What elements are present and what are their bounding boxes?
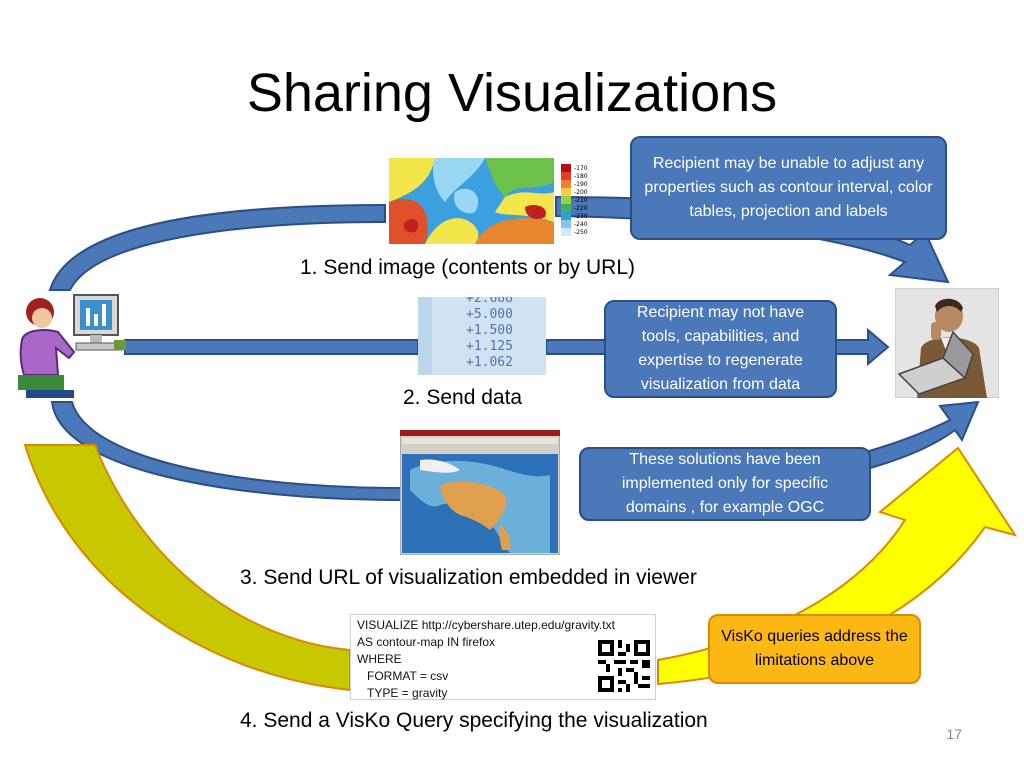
data-value: +2.688 [466,297,513,306]
legend-tick: -250 [574,229,588,236]
slide-title: Sharing Visualizations [246,63,778,123]
contour-map-image: -170 -180 -190 -200 -210 -220 -230 -240 … [389,158,588,244]
step-2-caption: 2. Send data [403,386,523,409]
callout-url-limitation: These solutions have been implemented on… [579,447,871,521]
legend-tick: -210 [574,197,588,204]
data-value: +1.062 [466,355,513,370]
query-line: VISUALIZE http://cybershare.utep.edu/gra… [357,618,615,632]
callout-data-limitation: Recipient may not have tools, capabiliti… [604,300,837,398]
send-data-arrow [124,339,419,355]
visko-query-box: VISUALIZE http://cybershare.utep.edu/gra… [350,614,656,700]
qr-code-icon [598,640,650,692]
legend-tick: -180 [574,173,588,180]
query-line: WHERE [357,652,402,666]
data-value: +1.125 [466,339,513,354]
legend-tick: -240 [574,221,588,228]
callout-visko-advantage: VisKo queries address the limitations ab… [708,614,921,684]
data-value: +5.000 [466,307,513,322]
data-table-image: +2.688 +5.000 +1.500 +1.125 +1.062 [418,297,546,375]
step-3-caption: 3. Send URL of visualization embedded in… [240,566,697,589]
send-image-arrow [48,203,386,291]
legend-tick: -230 [574,213,588,220]
man-at-laptop-icon [895,288,999,398]
callout-image-limitation: Recipient may be unable to adjust any pr… [630,136,947,240]
legend-tick: -220 [574,205,588,212]
page-number: 17 [946,726,962,742]
step-4-caption: 4. Send a VisKo Query specifying the vis… [240,709,708,732]
viewer-screenshot-image [400,430,560,555]
woman-at-computer-icon [18,294,126,398]
data-value: +1.500 [466,323,513,338]
legend-tick: -190 [574,181,588,188]
query-line: AS contour-map IN firefox [357,635,496,649]
send-url-arrow-head [864,400,980,470]
step-1-caption: 1. Send image (contents or by URL) [300,256,635,279]
legend-tick: -200 [574,189,588,196]
query-line: FORMAT = csv [367,669,449,683]
legend-tick: -170 [574,165,588,172]
query-line: TYPE = gravity [367,686,448,700]
